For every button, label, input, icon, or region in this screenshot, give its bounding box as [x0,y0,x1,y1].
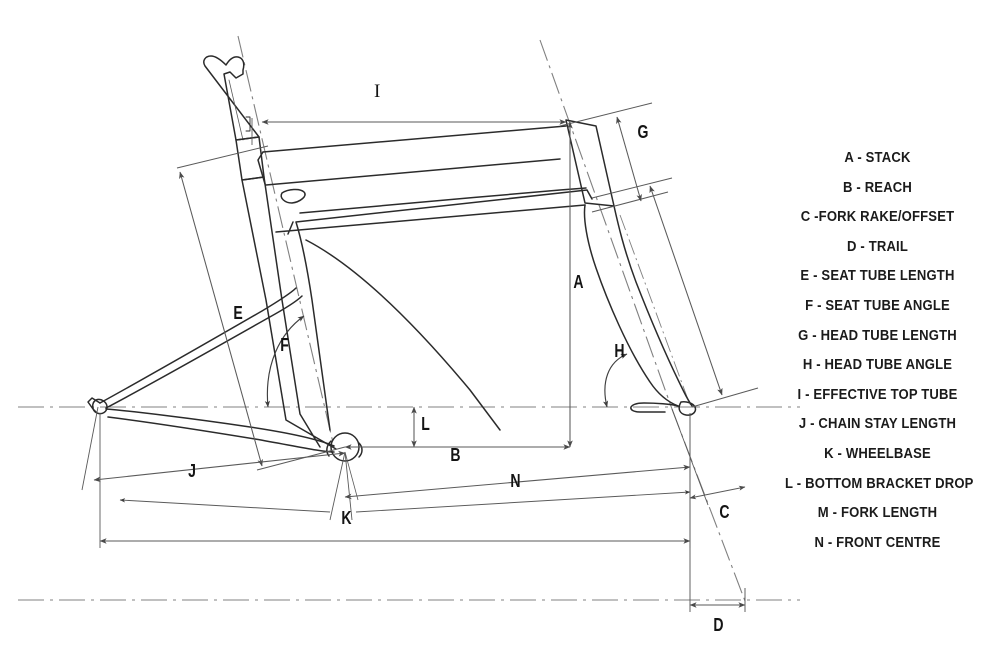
legend-item-c-fork-rake-offset: C -FORK RAKE/OFFSET [800,208,955,226]
dimension-label-f-seat-tube-angle: F [280,335,289,355]
seatpost-inner-line [228,79,244,141]
seatpost [203,55,260,141]
legend-item-a-stack: A - STACK [844,149,911,166]
ext-line-j-rear [81,406,99,491]
legend-item-b-reach: B - REACH [842,178,913,196]
down-tube-tube [299,187,587,431]
legend-item-k-wheelbase: K - WHEELBASE [824,444,931,462]
k-leader-front [344,451,353,521]
dim-line-n [344,464,691,500]
dim-line-m [649,185,723,396]
dimension-label-n-front-centre: N [510,471,521,491]
legend-item-n-front-centre: N - FRONT CENTRE [814,533,941,551]
ext-line-m-top [591,177,673,199]
legend-item-e-seat-tube-length: E - SEAT TUBE LENGTH [800,267,955,285]
dim-line-j [93,450,346,483]
dimension-label-l-bottom-bracket-drop: L [421,414,430,434]
down-tube [275,204,586,235]
legend-item-g-head-tube-length: G - HEAD TUBE LENGTH [798,326,957,344]
legend-item-d-trail: D - TRAIL [846,237,909,255]
dimension-label-d-trail: D [713,615,724,635]
legend-item-h-head-tube-angle: H - HEAD TUBE ANGLE [802,356,953,374]
legend-item-j-chain-stay-length: J - CHAIN STAY LENGTH [798,415,957,433]
dimension-label-g-head-tube-length: G [637,122,649,142]
down-tube-lower [295,189,593,431]
dimension-label-j-chain-stay-length: J [188,461,196,481]
ext-line-e-top [176,145,269,169]
top-tube [262,125,567,186]
dim-line-e [179,171,263,467]
legend-item-i-effective-top-tube: I - EFFECTIVE TOP TUBE [797,385,958,403]
dim-line-c [689,485,746,500]
dimension-label-i-effective-top-tube: I [374,81,381,102]
dimension-label-h-head-tube-angle: H [614,341,625,361]
ext-line-g-top [559,102,653,127]
k-leader-rear [329,451,346,521]
k-arrow-right [355,490,691,513]
front-dropout [630,401,697,416]
dimension-label-b-reach: B [450,445,461,465]
k-leader-extra [344,451,359,501]
angle-arc-f-seat-tube [264,315,305,408]
dimension-label-a-stack: A [573,272,584,292]
dimension-label-e-seat-tube-length: E [233,303,243,323]
rear-dropout [87,397,108,415]
angle-arc-h-head-tube [603,353,628,408]
k-arrow-left [119,498,331,513]
frame-eyelet [280,188,306,204]
seat-tube-centerline [237,35,335,448]
legend-item-f-seat-tube-angle: F - SEAT TUBE ANGLE [805,296,950,314]
dimension-label-k-wheelbase: K [341,508,352,528]
legend-item-m-fork-length: M - FORK LENGTH [817,504,938,522]
dimension-label-c-fork-rake-offset: C [719,502,730,522]
legend-item-l-bottom-bracket-drop: L - BOTTOM BRACKET DROP [785,474,974,492]
geometry-legend: A - STACK B - REACH C -FORK RAKE/OFFSET … [770,143,985,557]
seat-collar-notch [245,116,251,132]
ext-line-m-bottom [691,387,759,408]
